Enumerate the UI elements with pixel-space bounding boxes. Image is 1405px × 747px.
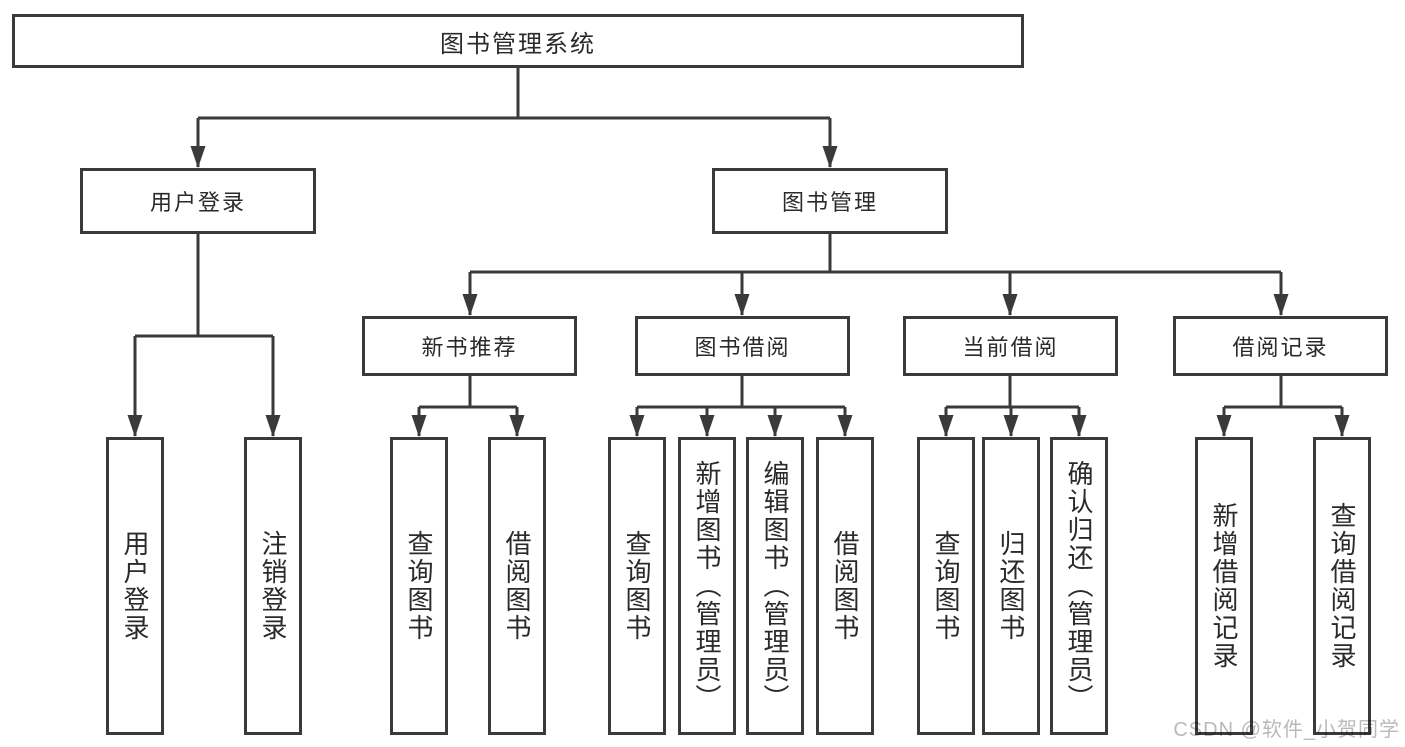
connector-user-login-branch bbox=[127, 234, 281, 437]
leaf-user-login: 用户登录 bbox=[106, 437, 164, 735]
node-current-borrowing: 当前借阅 bbox=[903, 316, 1118, 376]
leaf-confirm-return-admin: 确认归还（管理员） bbox=[1050, 437, 1108, 735]
leaf-borrow-books-recommend: 借阅图书 bbox=[488, 437, 546, 735]
connector-current-borrow-branch bbox=[938, 376, 1087, 437]
leaf-query-books-borrowing: 查询图书 bbox=[608, 437, 666, 735]
connector-new-book-branch bbox=[411, 376, 525, 437]
leaf-add-borrow-record: 新增借阅记录 bbox=[1195, 437, 1253, 735]
leaf-return-books: 归还图书 bbox=[982, 437, 1040, 735]
leaf-logout: 注销登录 bbox=[244, 437, 302, 735]
connector-borrow-record-branch bbox=[1216, 376, 1350, 437]
node-book-borrowing: 图书借阅 bbox=[635, 316, 850, 376]
leaf-query-books-current: 查询图书 bbox=[917, 437, 975, 735]
leaf-query-books-recommend: 查询图书 bbox=[390, 437, 448, 735]
node-borrowing-records: 借阅记录 bbox=[1173, 316, 1388, 376]
leaf-edit-books-admin: 编辑图书（管理员） bbox=[746, 437, 804, 735]
leaf-query-borrow-record: 查询借阅记录 bbox=[1313, 437, 1371, 735]
connector-book-borrow-branch bbox=[629, 376, 853, 437]
leaf-add-books-admin: 新增图书（管理员） bbox=[678, 437, 736, 735]
leaf-borrow-books-borrowing: 借阅图书 bbox=[816, 437, 874, 735]
node-library-management-system: 图书管理系统 bbox=[12, 14, 1024, 68]
node-book-management: 图书管理 bbox=[712, 168, 948, 234]
connector-book-management-branch bbox=[462, 234, 1289, 316]
node-new-book-recommendation: 新书推荐 bbox=[362, 316, 577, 376]
node-user-login: 用户登录 bbox=[80, 168, 316, 234]
connector-root-to-level2 bbox=[190, 67, 838, 168]
